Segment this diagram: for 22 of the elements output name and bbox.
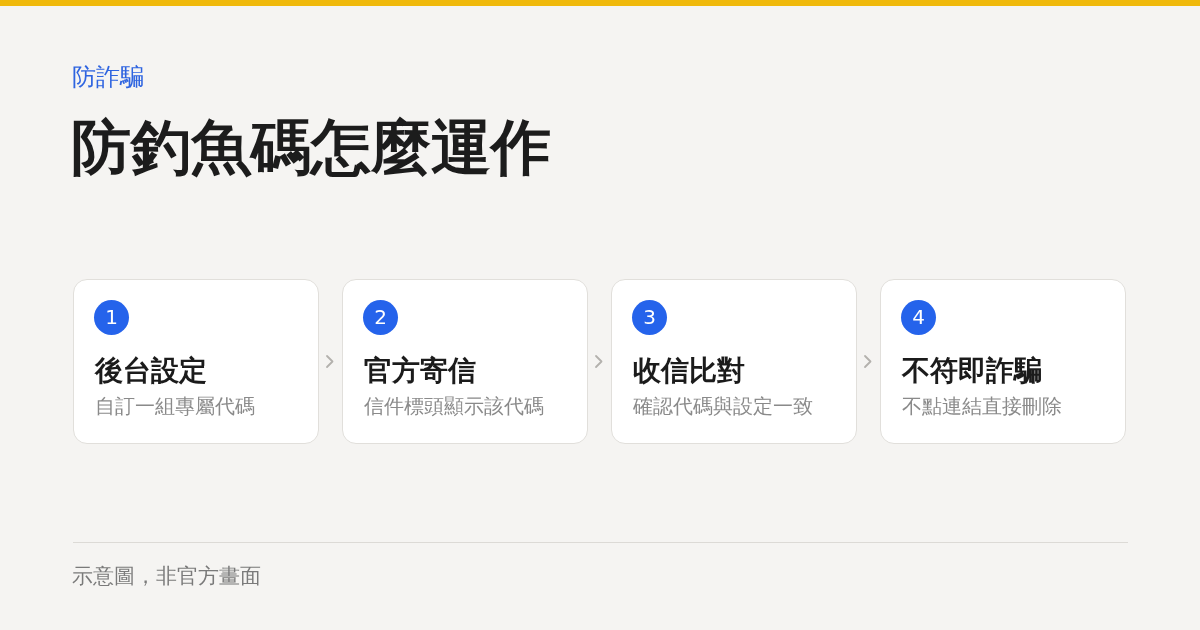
step-description: 信件標頭顯示該代碼 [364,396,544,416]
step-card [73,279,319,444]
number-circle: 3 [632,300,667,335]
chevron-arrow [864,355,872,368]
step-description: 確認代碼與設定一致 [633,396,813,416]
number-circle: 2 [363,300,398,335]
chevron-arrow [595,355,603,368]
page-title: 防釣魚碼怎麼運作 [71,117,551,177]
step-card [342,279,588,444]
step-heading: 官方寄信 [364,357,476,385]
step-heading: 不符即詐騙 [902,357,1042,385]
step-description: 不點連結直接刪除 [902,396,1062,416]
number-circle: 1 [94,300,129,335]
step-card [880,279,1126,444]
number-circle: 4 [901,300,936,335]
step-description: 自訂一組專屬代碼 [95,396,255,416]
footer-note: 示意圖，非官方畫面 [72,566,261,587]
step-heading: 收信比對 [633,357,745,385]
category-label: 防詐騙 [72,65,144,89]
step-heading: 後台設定 [95,357,207,385]
step-card [611,279,857,444]
chevron-arrow [326,355,334,368]
